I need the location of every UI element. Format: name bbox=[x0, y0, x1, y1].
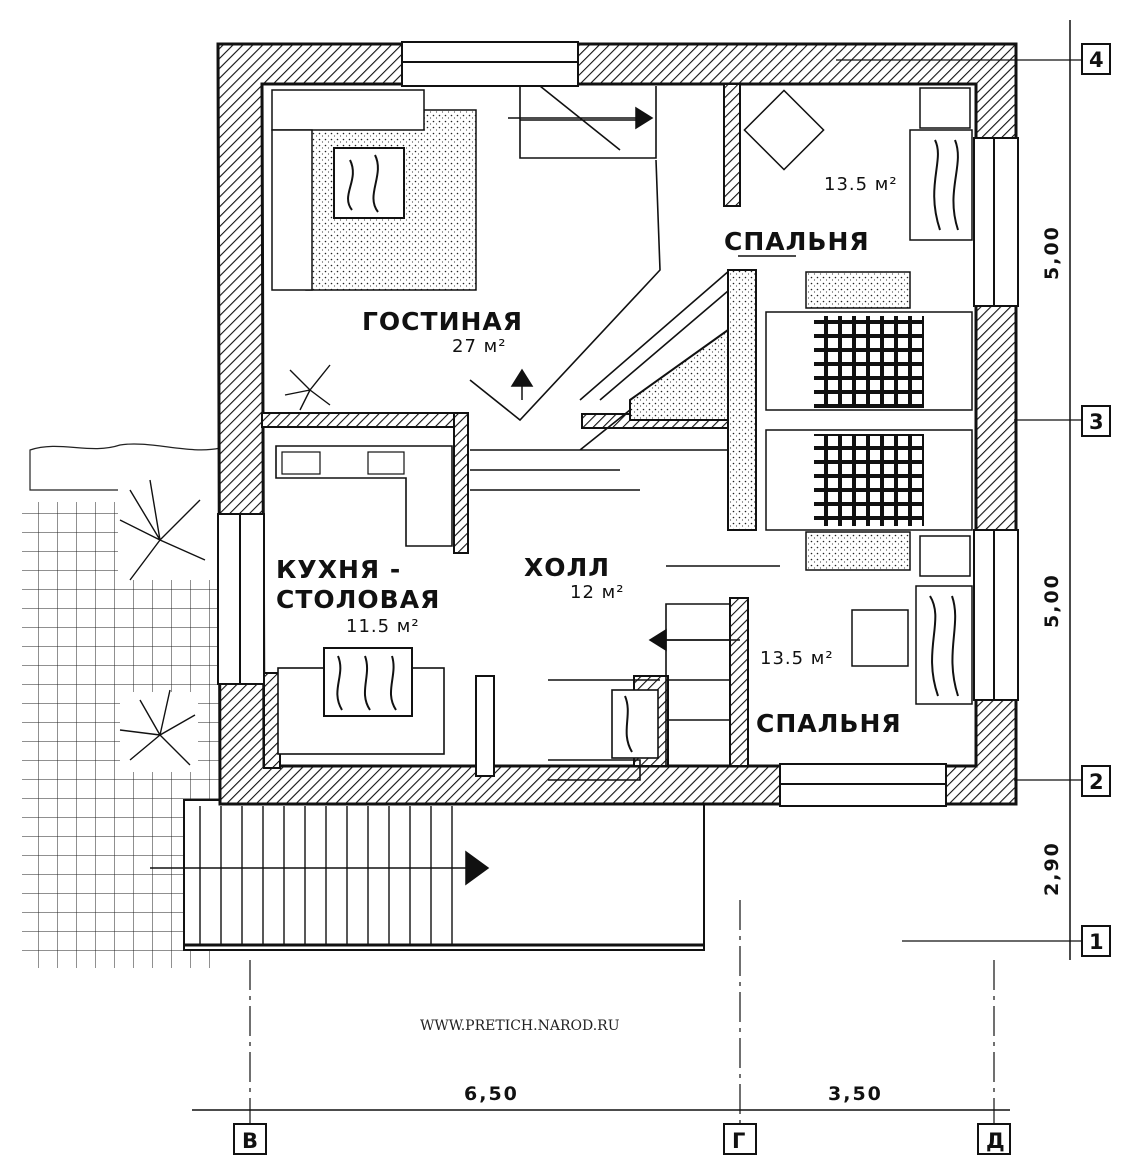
room-name-bedroom-bottom: СПАЛЬНЯ bbox=[756, 709, 902, 738]
dimension-right-3: 2,90 bbox=[1041, 841, 1063, 896]
room-name-living: ГОСТИНАЯ bbox=[362, 307, 523, 336]
arrow-icon bbox=[150, 106, 796, 886]
dimension-right-2: 5,00 bbox=[1041, 573, 1063, 628]
axis-label-g: Г bbox=[732, 1129, 745, 1153]
axis-label-4: 4 bbox=[1089, 48, 1104, 72]
room-area-kitchen: 11.5 м² bbox=[346, 616, 420, 637]
entrance-steps bbox=[183, 799, 705, 951]
axis-label-2: 2 bbox=[1089, 770, 1104, 794]
bedroom-bottom-furniture bbox=[765, 429, 973, 705]
axis-label-3: 3 bbox=[1089, 410, 1104, 434]
watermark: WWW.PRETICH.NAROD.RU bbox=[420, 1018, 620, 1034]
axis-label-d: Д bbox=[986, 1129, 1005, 1153]
living-room-furniture bbox=[271, 89, 477, 291]
plant-icon bbox=[119, 364, 331, 766]
right-dimension-chain: 4 3 2 1 5,00 5,00 2,90 bbox=[836, 20, 1111, 960]
room-labels: ГОСТИНАЯ 27 м² 13.5 м² СПАЛЬНЯ КУХНЯ - С… bbox=[276, 174, 902, 738]
axis-label-1: 1 bbox=[1089, 930, 1104, 954]
room-area-bedroom-bottom: 13.5 м² bbox=[760, 648, 834, 669]
bottom-dimension-chain: В Г Д 6,50 3,50 bbox=[192, 900, 1011, 1155]
dimension-right-1: 5,00 bbox=[1041, 225, 1063, 280]
chimney bbox=[629, 269, 757, 531]
dimension-bottom-1: 6,50 bbox=[464, 1083, 519, 1105]
terrace-tiles bbox=[22, 442, 224, 968]
windows bbox=[217, 41, 1019, 807]
room-area-living: 27 м² bbox=[452, 336, 506, 357]
room-name-kitchen-2: СТОЛОВАЯ bbox=[276, 585, 440, 614]
kitchen-furniture bbox=[275, 445, 453, 755]
room-area-bedroom-top: 13.5 м² bbox=[824, 174, 898, 195]
room-name-kitchen-1: КУХНЯ - bbox=[276, 555, 401, 584]
bedroom-top-furniture bbox=[743, 87, 973, 411]
room-name-bedroom-top: СПАЛЬНЯ bbox=[724, 227, 870, 256]
axis-label-v: В bbox=[242, 1129, 258, 1153]
staircase bbox=[469, 85, 736, 781]
hall-storage bbox=[611, 689, 659, 759]
room-name-hall: ХОЛЛ bbox=[524, 553, 610, 582]
dimension-bottom-2: 3,50 bbox=[828, 1083, 883, 1105]
room-area-hall: 12 м² bbox=[570, 582, 624, 603]
